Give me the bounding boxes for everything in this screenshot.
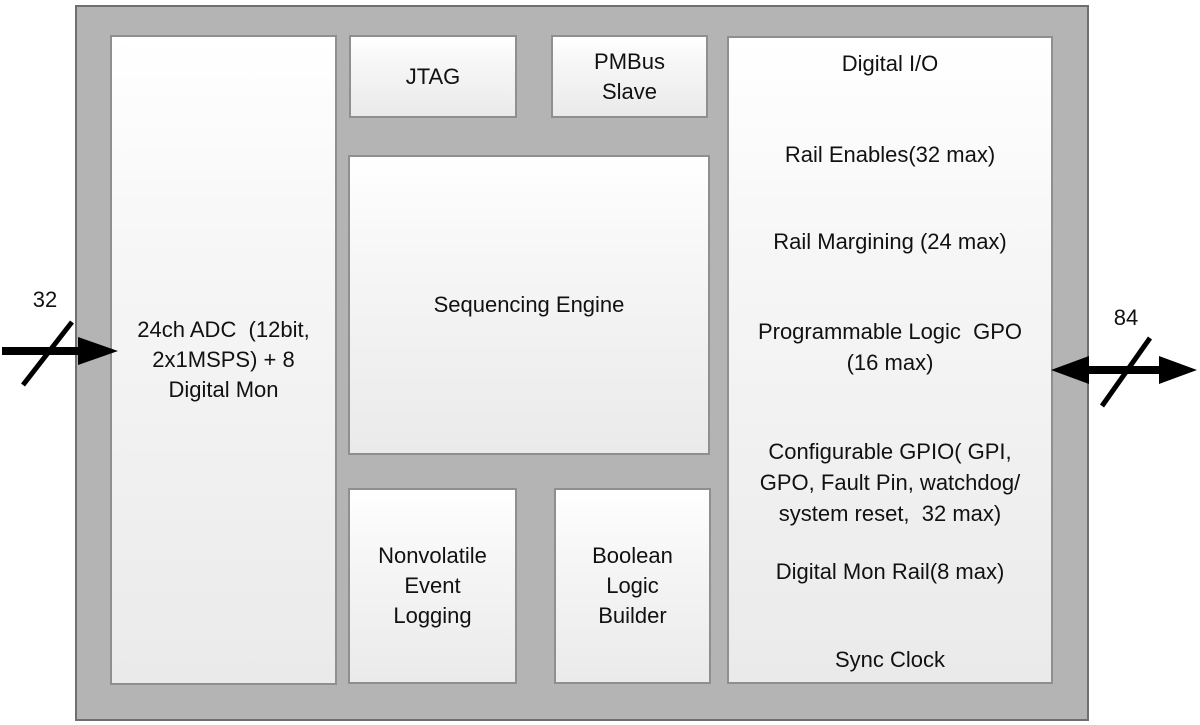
io-bus-width-label: 84: [1113, 305, 1139, 330]
input-bus-arrow-icon: [2, 320, 118, 387]
bidirectional-bus-arrow-icon: [1051, 336, 1197, 408]
block-jtag-label: JTAG: [405, 63, 461, 89]
digital-io-item-programmable-logic-gpo: Programmable Logic GPO (16 max): [757, 319, 1023, 375]
block-jtag: JTAG: [349, 35, 517, 118]
block-adc: 24ch ADC (12bit, 2x1MSPS) + 8 Digital Mo…: [110, 35, 337, 685]
digital-io-title: Digital I/O: [841, 51, 939, 76]
digital-io-item-rail-enables: Rail Enables(32 max): [784, 142, 996, 167]
block-digital-io: Digital I/O Rail Enables(32 max) Rail Ma…: [727, 36, 1053, 684]
input-bus-width-label: 32: [32, 287, 58, 312]
block-nonvolatile-event-logging-label: Nonvolatile Event Logging: [378, 543, 487, 628]
digital-io-item-digital-mon-rail: Digital Mon Rail(8 max): [775, 559, 1005, 584]
block-sequencing-engine: Sequencing Engine: [348, 155, 710, 455]
block-pmbus-slave-label: PMBus Slave: [594, 48, 665, 104]
block-adc-label: 24ch ADC (12bit, 2x1MSPS) + 8 Digital Mo…: [137, 317, 310, 402]
block-pmbus-slave: PMBus Slave: [551, 35, 708, 118]
block-sequencing-engine-label: Sequencing Engine: [433, 292, 625, 317]
block-boolean-logic-builder-label: Boolean Logic Builder: [592, 543, 673, 628]
digital-io-item-rail-margining: Rail Margining (24 max): [773, 229, 1007, 254]
digital-io-item-sync-clock: Sync Clock: [834, 647, 946, 672]
digital-io-item-configurable-gpio: Configurable GPIO( GPI, GPO, Fault Pin, …: [759, 439, 1021, 526]
block-nonvolatile-event-logging: Nonvolatile Event Logging: [348, 488, 517, 684]
block-boolean-logic-builder: Boolean Logic Builder: [554, 488, 711, 684]
